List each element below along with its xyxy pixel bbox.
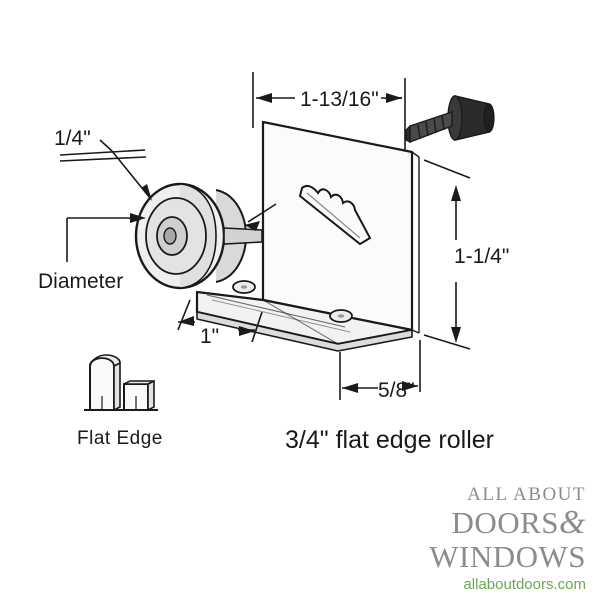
arrowhead-depth-left [342, 383, 358, 393]
brand-line-2: DOORS& [429, 506, 586, 540]
arrowhead-width-left [256, 93, 272, 103]
arrowhead-base-left [178, 316, 194, 326]
arrowhead-height-bottom [451, 327, 461, 343]
flat-edge-detail-label: Flat Edge [77, 428, 163, 449]
dimension-label-diameter: Diameter [38, 270, 124, 293]
brand-url: allaboutdoors.com [463, 576, 586, 593]
arrowhead-width-right [386, 93, 402, 103]
roller-wheel [134, 182, 263, 290]
diagram-caption: 3/4" flat edge roller [285, 426, 494, 454]
arrowhead-diameter [130, 213, 146, 223]
leader-diameter [66, 217, 140, 262]
dimension-label-base-length: 1" [200, 325, 220, 348]
dimension-label-thickness: 1/4" [54, 127, 91, 150]
arrowhead-base-right [239, 326, 255, 336]
flat-edge-detail [84, 354, 158, 412]
brand-line-3: WINDOWS [429, 539, 586, 574]
arrowhead-depth-right [402, 381, 418, 391]
arrowhead-height-top [451, 185, 461, 201]
brand-doors-text: DOORS [451, 505, 560, 540]
screw-bolt [405, 94, 495, 144]
brand-ampersand: & [559, 504, 586, 541]
arrowhead-axle [244, 221, 260, 231]
dimension-label-width-top: 1-13/16" [300, 88, 379, 111]
leader-thickness [59, 139, 151, 199]
dimension-label-height: 1-1/4" [454, 245, 510, 268]
dimension-label-depth: 5/8" [378, 379, 415, 402]
stamped-slot [298, 184, 372, 246]
brand-watermark: ALL ABOUT DOORS& WINDOWS allaboutdoors.c… [429, 485, 586, 592]
brand-line-1: ALL ABOUT [467, 484, 586, 505]
arrowhead-thickness [141, 184, 152, 201]
leader-axle [247, 203, 277, 223]
mounting-holes [232, 280, 353, 323]
